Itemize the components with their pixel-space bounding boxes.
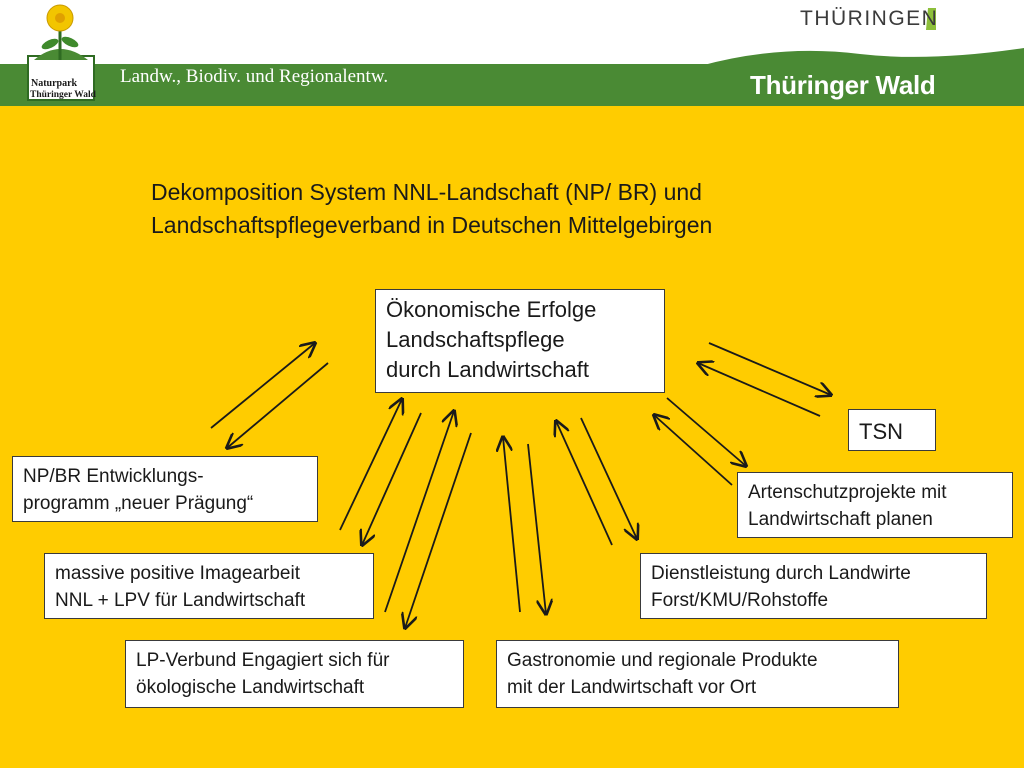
- arrow-dienst-down: [580, 417, 637, 539]
- box-center-line2: Landschaftspflege: [386, 327, 565, 352]
- arrow-image-down: [362, 412, 422, 545]
- slide-title: Dekomposition System NNL-Landschaft (NP/…: [151, 176, 911, 242]
- arrow-dienst-up: [556, 421, 613, 546]
- arrow-tsn-right: [708, 342, 831, 395]
- box-tsn-line1: TSN: [859, 419, 903, 444]
- box-lp-verbund: LP-Verbund Engagiert sich für ökologisch…: [125, 640, 464, 708]
- slide-title-line1: Dekomposition System NNL-Landschaft (NP/…: [151, 179, 702, 205]
- box-center-line1: Ökonomische Erfolge: [386, 297, 597, 322]
- box-artenschutz-line2: Landwirtschaft planen: [748, 509, 933, 530]
- box-artenschutzprojekte: Artenschutzprojekte mit Landwirtschaft p…: [737, 472, 1013, 538]
- box-center-line3: durch Landwirtschaft: [386, 357, 589, 382]
- box-lp-verbund-line2: ökologische Landwirtschaft: [136, 677, 365, 698]
- arrow-lp-up: [384, 411, 454, 613]
- arrow-gastro-up: [503, 437, 521, 613]
- box-np-br-line1: NP/BR Entwicklungs-: [23, 466, 204, 487]
- arrow-np-br-down: [227, 362, 329, 448]
- arrow-image-up: [339, 399, 402, 531]
- arrow-arten-down: [666, 397, 746, 466]
- thueringer-wald-wordmark: Thüringer Wald: [750, 70, 936, 100]
- arrow-tsn-left: [698, 363, 821, 417]
- box-dienstleistung-line2: Forst/KMU/Rohstoffe: [651, 590, 829, 611]
- box-np-br-line2: programm „neuer Prägung“: [23, 493, 254, 514]
- logo-text-line2: Thüringer Wald: [30, 90, 97, 100]
- arrow-gastro-down: [527, 443, 546, 614]
- box-gastronomie-line2: mit der Landwirtschaft vor Ort: [507, 677, 757, 698]
- flower-icon: [46, 4, 74, 32]
- box-gastronomie: Gastronomie und regionale Produkte mit d…: [496, 640, 899, 708]
- box-oekonomische-erfolge: Ökonomische Erfolge Landschaftspflege du…: [375, 289, 665, 393]
- arrow-arten-up: [654, 415, 733, 486]
- slide-title-line2: Landschaftspflegeverband in Deutschen Mi…: [151, 212, 713, 238]
- box-gastronomie-line1: Gastronomie und regionale Produkte: [507, 650, 818, 671]
- box-imagearbeit-line2: NNL + LPV für Landwirtschaft: [55, 590, 306, 611]
- box-np-br-entwicklungsprogramm: NP/BR Entwicklungs- programm „neuer Präg…: [12, 456, 318, 522]
- header-graphics: Naturpark Thüringer Wald: [27, 4, 1024, 101]
- arrow-lp-down: [405, 432, 472, 628]
- box-lp-verbund-line1: LP-Verbund Engagiert sich für: [136, 650, 390, 671]
- thueringen-wordmark: THÜRINGEN: [800, 7, 939, 30]
- logo-text-line1: Naturpark: [31, 78, 78, 89]
- box-tsn: TSN: [848, 409, 936, 451]
- box-artenschutz-line1: Artenschutzprojekte mit: [748, 482, 947, 503]
- naturpark-logo: Naturpark Thüringer Wald: [27, 4, 97, 101]
- box-imagearbeit-line1: massive positive Imagearbeit: [55, 563, 300, 584]
- box-dienstleistung: Dienstleistung durch Landwirte Forst/KMU…: [640, 553, 987, 619]
- box-imagearbeit: massive positive Imagearbeit NNL + LPV f…: [44, 553, 374, 619]
- box-dienstleistung-line1: Dienstleistung durch Landwirte: [651, 563, 911, 584]
- header-green-band: [0, 64, 1024, 106]
- brand-tagline: Landw., Biodiv. und Regionalentw.: [120, 66, 389, 87]
- thueringen-mark-icon: [926, 8, 936, 30]
- hill-shape: [700, 48, 1024, 66]
- arrow-np-br-up: [210, 343, 315, 429]
